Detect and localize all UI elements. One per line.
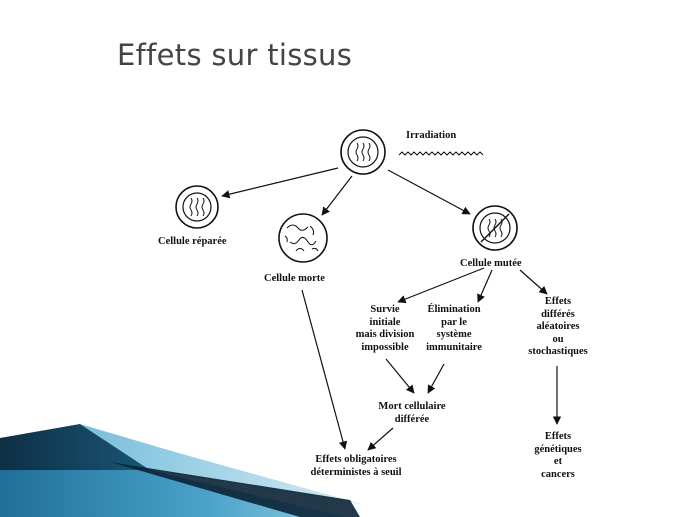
repaired-cell-label: Cellule réparée bbox=[158, 236, 227, 247]
irradiation-label: Irradiation bbox=[406, 130, 457, 141]
immune-elimination-line: par le bbox=[441, 316, 467, 328]
genetic-effects-line: et bbox=[553, 456, 563, 467]
repaired-cell-icon bbox=[175, 185, 219, 229]
irradiation-wave bbox=[398, 151, 484, 156]
slide-title: Effets sur tissus bbox=[117, 38, 353, 72]
initial-survival-line: initiale bbox=[369, 316, 401, 328]
initial-survival-line: mais division bbox=[355, 329, 415, 340]
stochastic-effects-line: différés bbox=[541, 308, 575, 320]
stochastic-effects-line: Effets bbox=[544, 296, 572, 307]
genetic-effects-line: Effets bbox=[544, 431, 572, 442]
initial-survival-line: impossible bbox=[361, 341, 409, 353]
dead-cell-icon bbox=[278, 213, 328, 263]
immune-elimination-label: Élimination par le système immunitaire bbox=[418, 304, 490, 354]
mutated-cell-icon bbox=[472, 205, 518, 251]
delayed-cell-death-line: Mort cellulaire bbox=[378, 401, 446, 412]
mutated-cell-label: Cellule mutée bbox=[460, 258, 522, 269]
stochastic-effects-line: stochastiques bbox=[528, 346, 588, 357]
deterministic-effects-line: Effets obligatoires bbox=[315, 454, 397, 465]
delayed-cell-death-label: Mort cellulaire différée bbox=[364, 401, 460, 426]
delayed-cell-death-line: différée bbox=[394, 413, 430, 425]
genetic-effects-label: Effets génétiques et cancers bbox=[522, 431, 594, 481]
deterministic-effects-label: Effets obligatoires déterministes à seui… bbox=[292, 454, 420, 479]
diagram-arrows bbox=[221, 167, 562, 451]
immune-elimination-line: système bbox=[436, 329, 472, 340]
dead-cell-label: Cellule morte bbox=[264, 273, 325, 284]
irradiated-cell bbox=[340, 129, 386, 175]
immune-elimination-line: Élimination bbox=[427, 304, 481, 315]
genetic-effects-line: cancers bbox=[541, 468, 575, 480]
initial-survival-label: Survie initiale mais division impossible bbox=[350, 304, 420, 354]
stochastic-effects-label: Effets différés aléatoires ou stochastiq… bbox=[518, 296, 598, 359]
genetic-effects-line: génétiques bbox=[534, 443, 582, 455]
stochastic-effects-line: ou bbox=[552, 333, 564, 345]
initial-survival-line: Survie bbox=[370, 304, 400, 315]
immune-elimination-line: immunitaire bbox=[426, 341, 482, 353]
stochastic-effects-line: aléatoires bbox=[536, 321, 580, 332]
deterministic-effects-line: déterministes à seuil bbox=[310, 466, 402, 478]
